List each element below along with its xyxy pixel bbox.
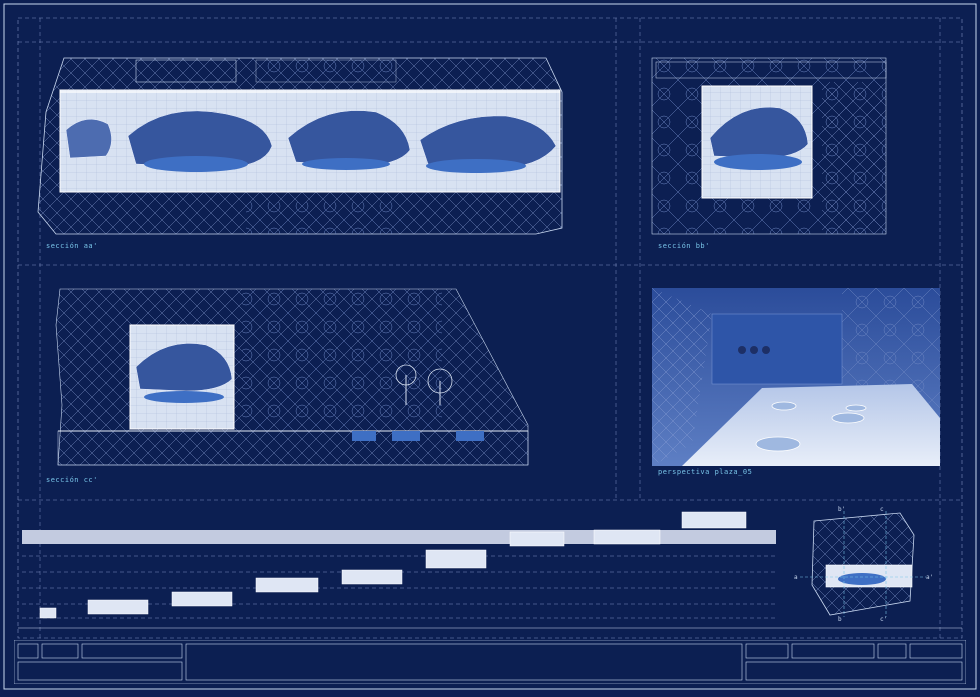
sequence-drawing bbox=[22, 511, 778, 619]
title-block-grid bbox=[13, 639, 967, 685]
keyplan-marker-b-prime: b' bbox=[838, 506, 845, 513]
perspective-panel: perspectiva plaza_05 bbox=[652, 288, 940, 488]
section-aa-panel: sección aa' bbox=[36, 52, 606, 250]
section-cc-drawing bbox=[55, 288, 529, 466]
title-block bbox=[13, 639, 967, 685]
section-aa-caption: sección aa' bbox=[46, 242, 98, 250]
section-cc-panel: sección cc' bbox=[36, 285, 606, 485]
section-aa-drawing bbox=[37, 57, 563, 235]
perspective-caption: perspectiva plaza_05 bbox=[658, 468, 753, 476]
keyplan-marker-c: c bbox=[880, 506, 884, 513]
section-cc-caption: sección cc' bbox=[46, 476, 98, 484]
keyplan-marker-a-prime: a' bbox=[926, 574, 933, 581]
sequence-strip bbox=[22, 506, 778, 626]
key-plan: b' c c' a a' b bbox=[790, 505, 940, 625]
keyplan-marker-a: a bbox=[794, 574, 798, 581]
keyplan-marker-b: b bbox=[838, 616, 842, 623]
perspective-render bbox=[652, 288, 940, 466]
key-plan-drawing: b' c c' a a' b bbox=[794, 506, 933, 623]
section-bb-drawing bbox=[651, 57, 887, 235]
section-bb-caption: sección bb' bbox=[658, 242, 710, 250]
keyplan-marker-c-prime: c' bbox=[880, 616, 887, 623]
section-bb-panel: sección bb' bbox=[650, 52, 890, 250]
